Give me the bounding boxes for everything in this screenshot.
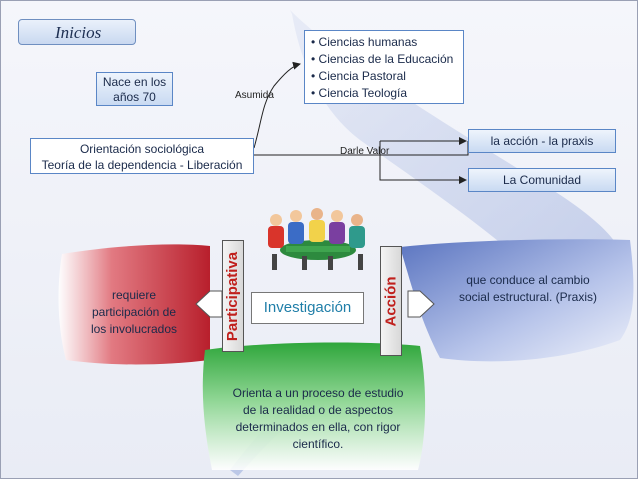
- green-blob: [202, 342, 426, 470]
- bottom-text-line: de la realidad o de aspectos: [242, 403, 394, 417]
- investigacion-box: Investigación: [251, 292, 364, 324]
- right-outline-arrow: [407, 290, 435, 318]
- origin-line-2: años 70: [113, 90, 156, 104]
- right-text-line: que conduce al cambio: [466, 273, 590, 287]
- left-text-line: participación de: [91, 305, 177, 319]
- group-meeting-illustration: [268, 208, 365, 270]
- praxis-box: la acción - la praxis: [468, 129, 616, 153]
- left-text: requiere participación de los involucrad…: [64, 287, 204, 338]
- science-item: • Ciencia Pastoral: [311, 69, 406, 83]
- main-line-1: Orientación sociológica: [79, 142, 205, 156]
- page-title: Inicios: [18, 19, 136, 45]
- assumed-label: Asumida: [235, 90, 274, 101]
- science-item: • Ciencias humanas: [311, 35, 418, 49]
- right-text: que conduce al cambio social estructural…: [440, 272, 616, 306]
- blue-blob: [400, 239, 634, 362]
- origin-line-1: Nace en los: [102, 75, 167, 89]
- community-box: La Comunidad: [468, 168, 616, 192]
- sciences-list: • Ciencias humanas • Ciencias de la Educ…: [304, 30, 464, 104]
- sociological-orientation-box: Orientación sociológica Teoría de la dep…: [30, 138, 254, 174]
- arrow-assumed: [253, 61, 301, 149]
- red-blob: [58, 244, 210, 365]
- science-item: • Ciencias de la Educación: [311, 52, 454, 66]
- bottom-text: Orienta a un proceso de estudio de la re…: [218, 385, 418, 453]
- origin-box: Nace en los años 70: [96, 72, 173, 106]
- arrow-value: [379, 141, 467, 184]
- left-text-line: requiere: [111, 288, 157, 302]
- value-label: Darle Valor: [340, 146, 390, 157]
- accion-label: Acción: [380, 246, 402, 356]
- left-text-line: los involucrados: [90, 322, 178, 336]
- right-text-line: social estructural. (Praxis): [458, 290, 598, 304]
- bottom-text-line: científico.: [292, 437, 344, 451]
- participativa-label: Participativa: [222, 240, 244, 352]
- bottom-text-line: determinados en ella, con rigor: [235, 420, 401, 434]
- bottom-text-line: Orienta a un proceso de estudio: [232, 386, 404, 400]
- main-line-2: Teoría de la dependencia - Liberación: [41, 158, 243, 172]
- science-item: • Ciencia Teología: [311, 86, 408, 100]
